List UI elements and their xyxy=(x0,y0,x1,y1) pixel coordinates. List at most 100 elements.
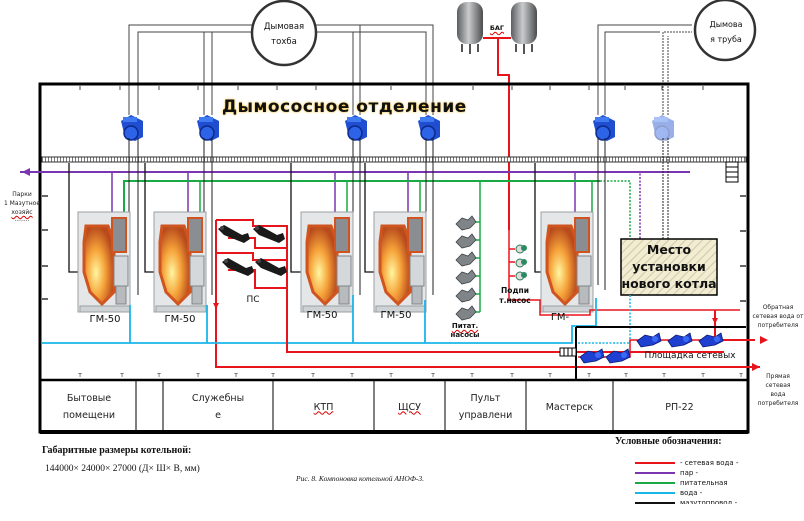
supply-water-note: Прямая сетевая вода потребителя xyxy=(752,372,804,408)
left-note-line3: хозяйс xyxy=(11,209,33,216)
makeup-pumps-label-line2: т.насос xyxy=(499,296,531,305)
chimney-2-label: Дымова я труба xyxy=(698,17,754,47)
smoke-exhauster-4 xyxy=(417,114,441,142)
smoke-exhauster-1 xyxy=(120,114,144,142)
feed-pumps xyxy=(455,215,477,321)
boiler-3-label: ГМ-50 xyxy=(306,310,338,321)
chimney-2-label-line1: Дымова xyxy=(709,20,743,29)
boiler-1 xyxy=(76,210,132,314)
room-household: Бытовые помещени xyxy=(42,381,136,433)
makeup-pumps xyxy=(508,230,740,316)
svg-text:т: т xyxy=(701,371,705,379)
feed-pumps-label: Питат. насосы xyxy=(445,322,485,340)
flue-ducts-left xyxy=(128,24,434,115)
svg-text:т: т xyxy=(120,371,124,379)
left-note-line4: ........ xyxy=(14,216,30,223)
room-dividers xyxy=(135,380,614,432)
room-rp22-text: РП-22 xyxy=(665,401,694,413)
left-note: Парки 1 Мазутное хозяйс ........ xyxy=(0,190,44,223)
tank-label: БАГ xyxy=(488,24,506,32)
room-ktp: КТП xyxy=(273,381,374,433)
makeup-pumps-label: Подпи т.насос xyxy=(498,286,532,306)
legend-label-fuel-oil: мазутопровод - xyxy=(680,499,738,504)
legend-label-steam: пар - xyxy=(680,469,699,477)
heaters-label: ПС xyxy=(246,295,260,305)
legend-labels: - сетевая вода - пар - питательная вода … xyxy=(680,458,738,504)
blue-return-line xyxy=(42,295,597,344)
room-blank xyxy=(136,381,163,433)
svg-text:т: т xyxy=(157,371,161,379)
supply-water-note-line4: потребителя xyxy=(757,400,799,407)
new-boiler-label-line1: Место xyxy=(646,242,692,257)
return-water-note: Обратная сетевая вода от потребителя xyxy=(752,303,804,330)
return-water-note-line3: потребителя xyxy=(757,322,799,329)
room-household-line2: помещени xyxy=(62,410,116,421)
supply-water-line xyxy=(215,345,760,368)
room-service-line2: е xyxy=(215,410,221,421)
column-ticks-left xyxy=(42,195,48,300)
supply-water-note-line2: сетевая xyxy=(765,382,791,389)
return-water-note-line2: сетевая вода от xyxy=(752,313,804,320)
smoke-exhauster-new xyxy=(651,114,675,142)
supply-water-note-line3: вода xyxy=(770,391,786,398)
room-workshop: Мастерск xyxy=(526,381,613,433)
room-shsu: ЩСУ xyxy=(374,381,445,433)
ladder-lower xyxy=(559,347,577,357)
boiler-3 xyxy=(299,210,355,314)
room-workshop-text: Мастерск xyxy=(545,401,594,413)
legend-title: Условные обозначения: xyxy=(615,436,722,447)
boiler-4-label: ГМ-50 xyxy=(380,310,412,321)
room-household-line1: Бытовые xyxy=(66,393,112,404)
smoke-exhauster-2 xyxy=(196,114,220,142)
boiler-5 xyxy=(539,210,595,314)
svg-text:т: т xyxy=(624,371,628,379)
svg-text:т: т xyxy=(470,371,474,379)
chimney-1-label-line2: тохба xyxy=(271,37,297,47)
network-pumps-label: Площадка сетевых xyxy=(644,351,736,361)
chimney-2 xyxy=(693,0,757,62)
makeup-water-line xyxy=(483,37,511,230)
svg-text:т: т xyxy=(196,371,200,379)
chimney-1-label: Дымовая тохба xyxy=(256,20,312,50)
gallery-rail xyxy=(41,156,747,163)
column-ticks-right xyxy=(740,195,746,302)
boiler-2-label: ГМ-50 xyxy=(164,314,196,325)
left-note-line1: Парки xyxy=(12,191,32,198)
svg-text:т: т xyxy=(389,371,393,379)
tank-label-text: БАГ xyxy=(489,24,505,32)
svg-text:т: т xyxy=(271,371,275,379)
legend-swatches xyxy=(635,462,675,504)
dimensions-value: 144000× 24000× 27000 (Д× Ш× В, мм) xyxy=(45,464,200,474)
makeup-pumps-label-line1: Подпи xyxy=(501,286,529,295)
chimney-1 xyxy=(250,0,318,67)
smoke-exhauster-5 xyxy=(592,114,616,142)
svg-text:т: т xyxy=(431,371,435,379)
room-control-line1: Пульт xyxy=(470,393,501,404)
svg-text:т: т xyxy=(548,371,552,379)
tank-bag xyxy=(457,2,537,54)
room-control-panel: Пульт управлени xyxy=(445,381,526,433)
new-boiler-label-line3: нового котла xyxy=(621,276,717,291)
room-rp22: РП-22 xyxy=(613,381,746,433)
network-water-line xyxy=(286,340,724,353)
room-control-line2: управлени xyxy=(458,410,513,421)
supply-water-note-line1: Прямая xyxy=(766,373,790,380)
boiler-1-label: ГМ-50 xyxy=(89,314,121,325)
left-note-line2: 1 Мазутное xyxy=(3,200,41,207)
legend-label-network-water: - сетевая вода - xyxy=(680,459,739,467)
svg-text:т: т xyxy=(510,371,514,379)
room-shsu-text: ЩСУ xyxy=(398,401,421,413)
feed-pumps-label-line2: насосы xyxy=(450,331,480,339)
room-ktp-text: КТП xyxy=(313,401,334,413)
svg-text:т: т xyxy=(350,371,354,379)
legend-label-water: вода - xyxy=(680,489,703,497)
network-heaters xyxy=(213,219,288,345)
legend-label-feed-water: питательная xyxy=(680,479,728,487)
smoke-exhauster-3 xyxy=(344,114,368,142)
return-water-note-line1: Обратная xyxy=(762,304,794,311)
new-boiler-area xyxy=(620,238,718,296)
svg-text:т: т xyxy=(662,371,666,379)
